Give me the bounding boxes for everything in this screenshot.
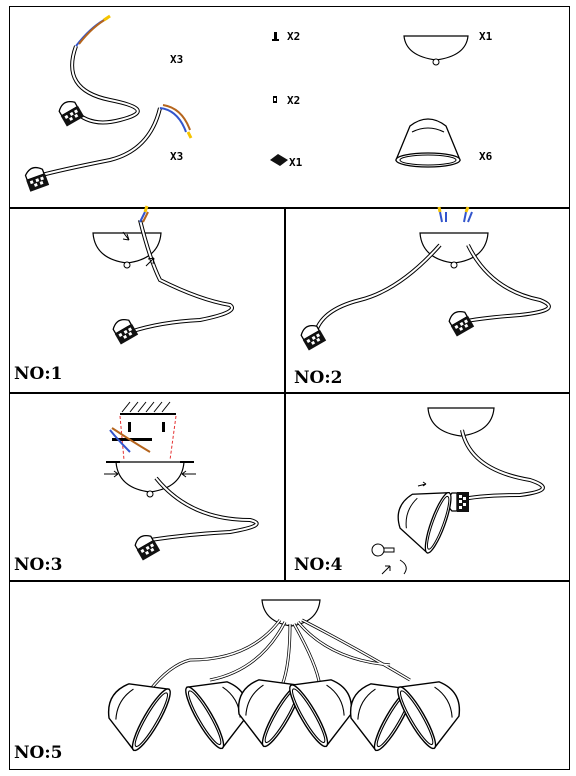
step-2-label: NO:2 (294, 368, 343, 388)
cable-set-qty-a: X3 (170, 53, 184, 66)
cable-set-illustration-1 (55, 14, 140, 128)
connector-qty: X1 (289, 156, 303, 169)
step2-illustration (297, 206, 551, 352)
instruction-sheet-frame (9, 6, 570, 770)
divider-parts (9, 207, 570, 209)
nut-icon-part (273, 96, 277, 103)
shade-qty: X6 (479, 150, 493, 163)
connector-icon-part (270, 154, 288, 166)
step-5-label: NO:5 (14, 743, 63, 763)
cable-set-qty-b: X3 (170, 150, 184, 163)
divider-row3 (9, 580, 570, 582)
step5-illustration (93, 599, 475, 755)
step-3-label: NO:3 (14, 555, 63, 575)
cable-set-illustration-2 (22, 104, 193, 193)
canopy-qty: X1 (479, 30, 493, 43)
divider-col-mid (284, 392, 286, 580)
shade-part (395, 118, 461, 168)
step3-illustration (104, 401, 259, 562)
step1-illustration (92, 205, 234, 346)
divider-col-top (284, 207, 286, 392)
nut-qty: X2 (287, 94, 301, 107)
step4-illustration (371, 407, 545, 575)
screw-icon-part (272, 32, 279, 41)
canopy-part (403, 35, 469, 66)
divider-row2 (9, 392, 570, 394)
screw-qty: X2 (287, 30, 301, 43)
step-1-label: NO:1 (14, 364, 63, 384)
step-4-label: NO:4 (294, 555, 343, 575)
